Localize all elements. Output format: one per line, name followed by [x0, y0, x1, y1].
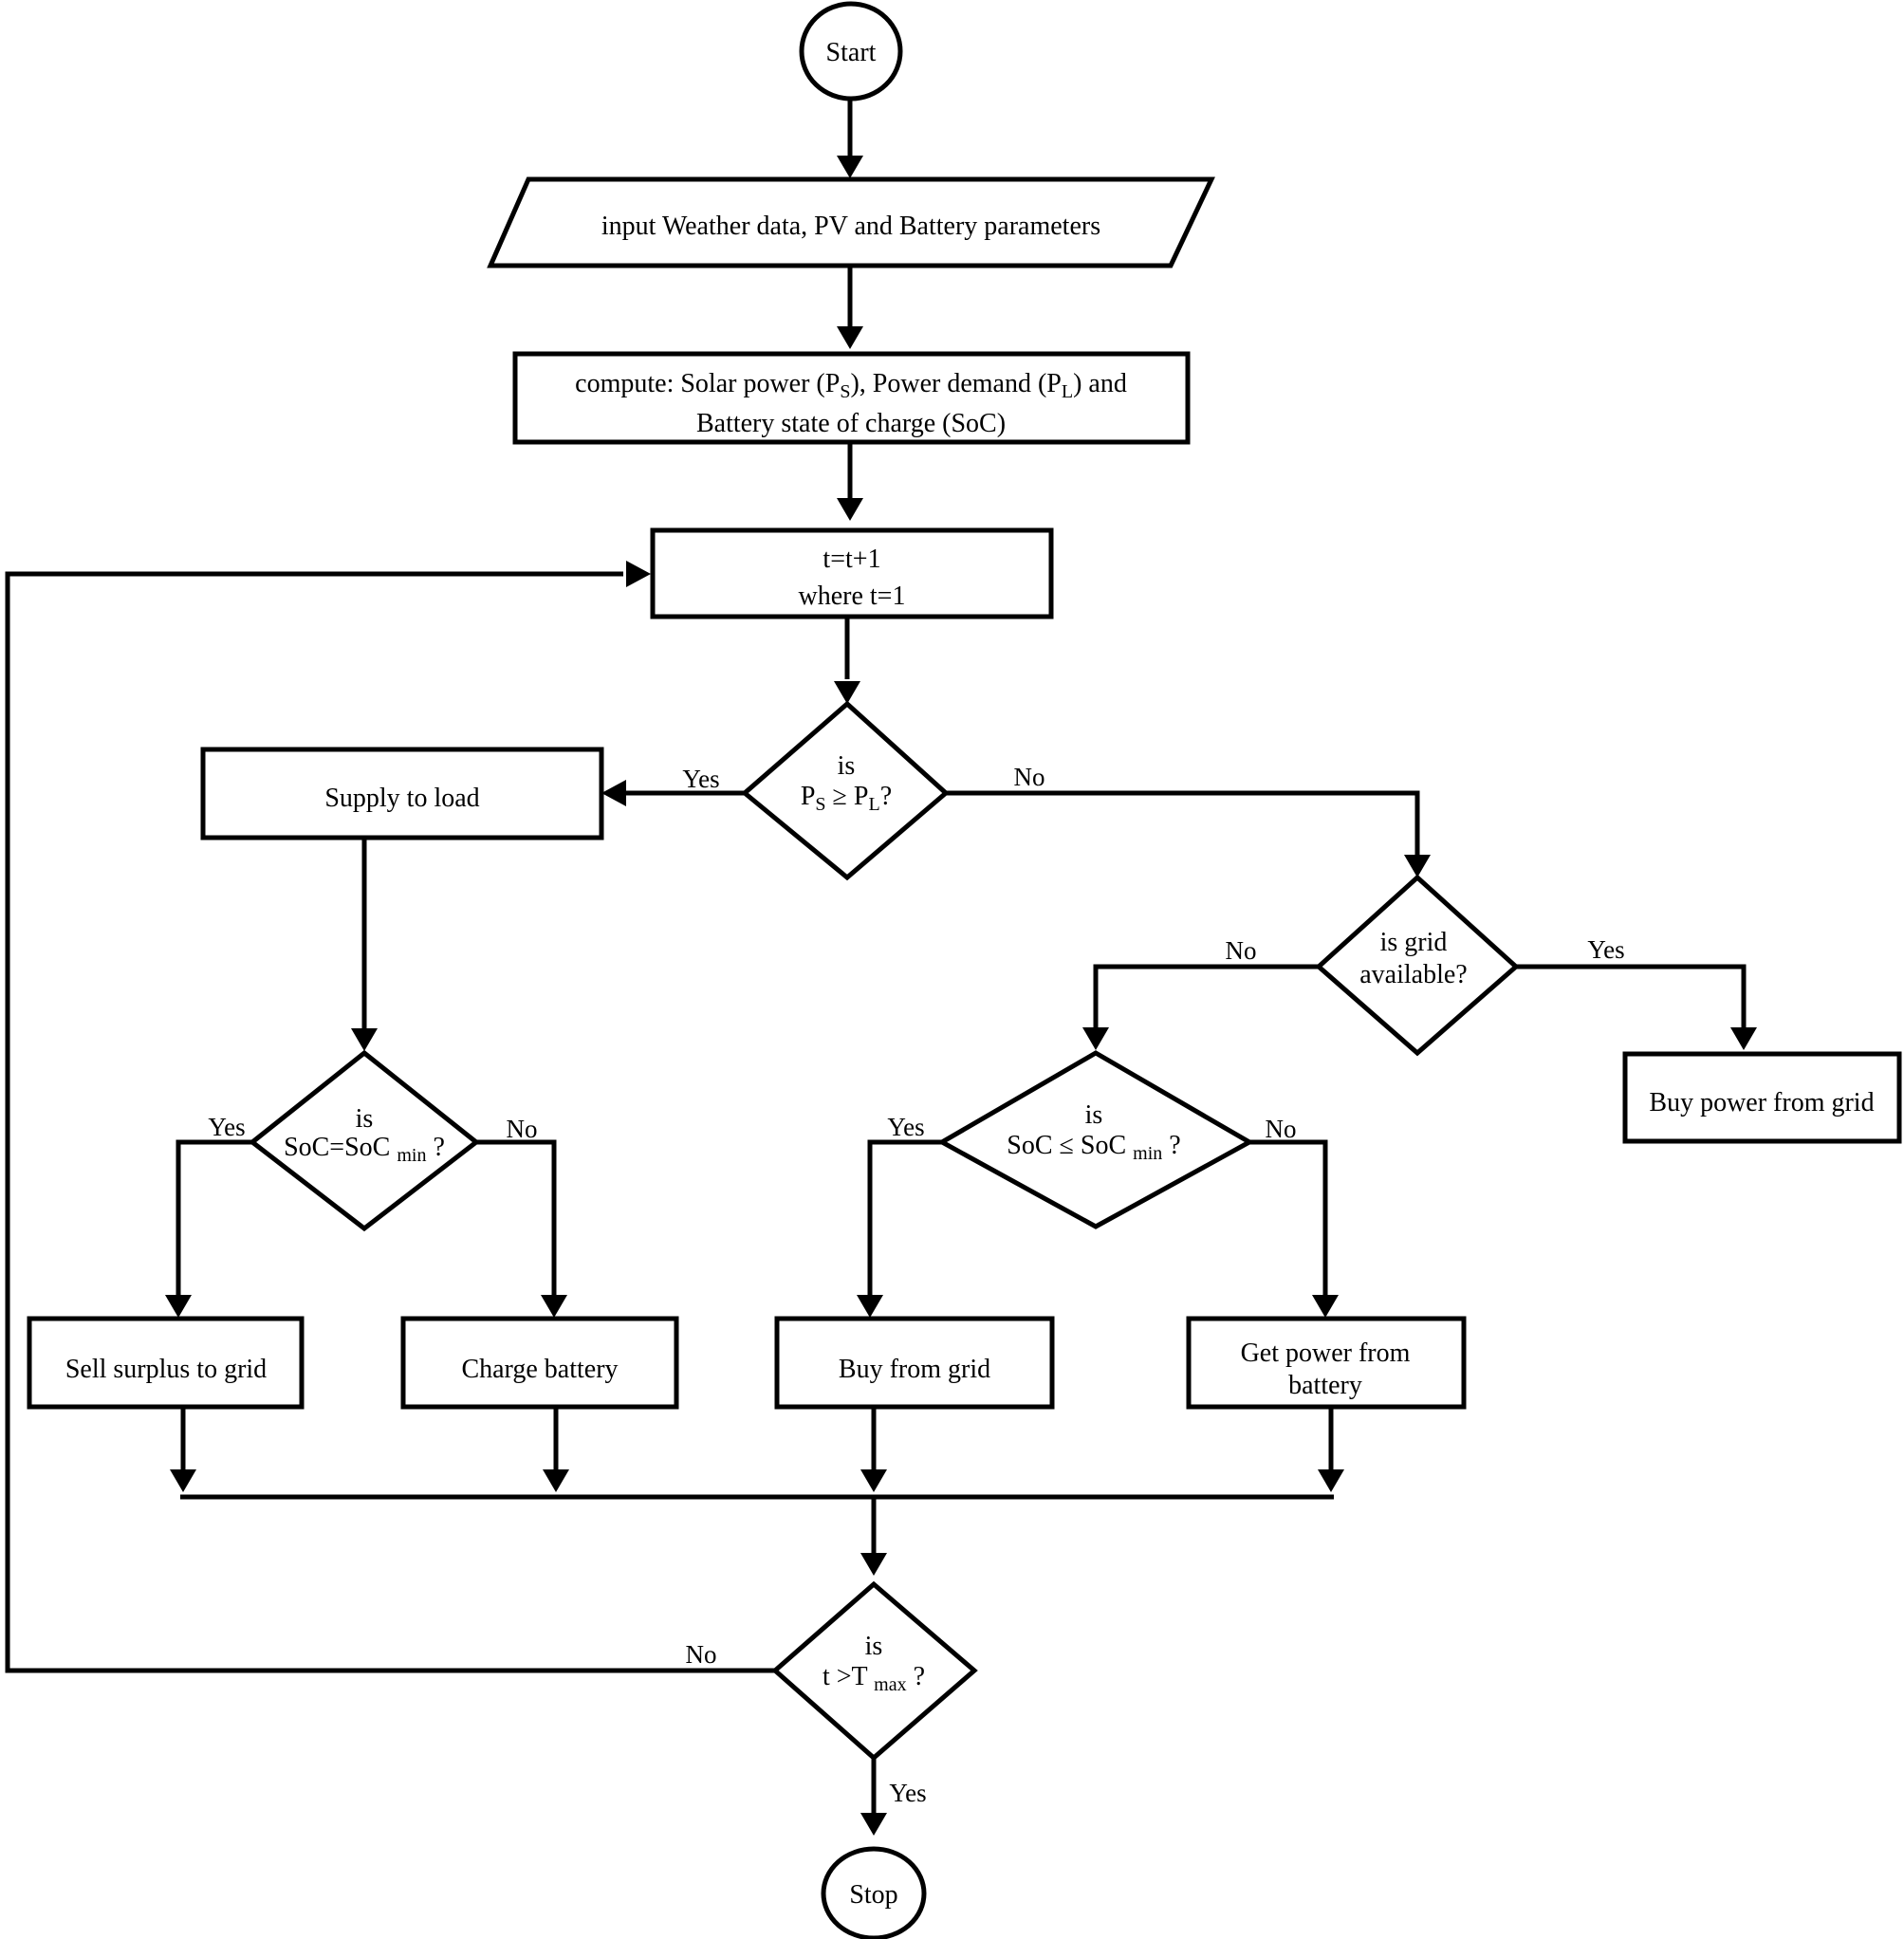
compute-label-line2: Battery state of charge (SoC) [696, 409, 1006, 438]
arrowhead-stop [860, 1813, 887, 1836]
no-label-decision-tmax: No [686, 1640, 717, 1669]
stop-label: Stop [849, 1880, 897, 1910]
arrow-decision-ps-grid [946, 790, 1420, 856]
decision-ps-label-line1: is [838, 751, 856, 781]
arrowhead-soc-eq [351, 1028, 378, 1051]
arrow-soc-eq-charge [476, 1139, 557, 1297]
buy-power-grid-box [1622, 1051, 1902, 1144]
arrowhead-buy-merge [860, 1469, 887, 1492]
branch-labels: Yes No No Yes Yes No Yes No No Yes [208, 763, 1624, 1807]
supply-load-box [200, 747, 604, 840]
timestep-label-line1: t=t+1 [823, 545, 880, 574]
get-power-battery-label-line2: battery [1288, 1371, 1362, 1400]
start-terminal [799, 1, 903, 102]
node-labels: Start input Weather data, PV and Battery… [65, 38, 1875, 1910]
buy-from-grid-label: Buy from grid [839, 1355, 990, 1384]
arrowhead-timestep [837, 498, 863, 521]
decision-grid-label-line2: available? [1359, 960, 1467, 989]
no-label-decision-ps: No [1014, 763, 1045, 791]
buy-from-grid-box [774, 1316, 1055, 1410]
yes-label-decision-soc-le: Yes [887, 1113, 924, 1141]
charge-battery-label: Charge battery [461, 1355, 618, 1384]
arrowhead-input [837, 156, 863, 178]
decision-grid-diamond [1315, 874, 1520, 1057]
timestep-box [650, 527, 1054, 619]
decision-soc-le-label-line1: is [1085, 1100, 1103, 1130]
sell-surplus-box [27, 1316, 305, 1410]
arrowhead-buy [857, 1295, 883, 1318]
start-label: Start [826, 38, 877, 67]
arrowhead-decision-tmax [860, 1553, 887, 1576]
yes-label-decision-grid: Yes [1587, 935, 1624, 964]
get-power-battery-box [1186, 1316, 1467, 1410]
decision-soc-eq-label-line2: SoC=SoC min ? [284, 1133, 445, 1166]
arrowhead-battery [1312, 1295, 1339, 1318]
decision-soc-eq-label-line1: is [356, 1104, 374, 1134]
decision-soc-eq-diamond [248, 1049, 481, 1232]
decision-soc-le-label-line2: SoC ≤ SoC min ? [1007, 1131, 1180, 1164]
decision-ps-diamond [741, 700, 950, 881]
arrowhead-loop [626, 561, 651, 587]
yes-label-decision-ps: Yes [682, 765, 719, 793]
arrow-grid-soc-le [1093, 964, 1319, 1027]
no-label-decision-grid: No [1226, 936, 1257, 965]
no-label-decision-soc-eq: No [507, 1115, 538, 1143]
arrowhead-compute [837, 326, 863, 349]
decision-soc-le-diamond [936, 1050, 1255, 1229]
arrow-soc-le-battery [1249, 1139, 1328, 1297]
arrow-grid-buy-power [1516, 964, 1747, 1029]
arrowheads [165, 156, 1757, 1836]
decision-ps-label-line2: PS ≥ PL? [801, 782, 892, 815]
arrow-loop-back [5, 571, 775, 1673]
get-power-battery-label-line1: Get power from [1241, 1339, 1411, 1368]
decision-tmax-label-line1: is [865, 1632, 883, 1661]
input-parallelogram [487, 176, 1215, 268]
arrow-soc-le-buy [867, 1139, 942, 1297]
arrowhead-charge-merge [543, 1469, 569, 1492]
arrowhead-sell [165, 1295, 192, 1318]
sell-surplus-label: Sell surplus to grid [65, 1355, 267, 1384]
compute-label-line1: compute: Solar power (PS), Power demand … [575, 369, 1127, 402]
charge-battery-box [400, 1316, 679, 1410]
buy-power-grid-label: Buy power from grid [1649, 1088, 1874, 1117]
arrow-soc-eq-sell [176, 1139, 252, 1297]
decision-tmax-label-line2: t >T max ? [823, 1662, 925, 1695]
yes-label-decision-tmax: Yes [889, 1779, 926, 1807]
decision-tmax-diamond [771, 1580, 978, 1762]
decision-grid-label-line1: is grid [1380, 928, 1448, 957]
arrowhead-supply [601, 780, 626, 806]
input-label: input Weather data, PV and Battery param… [601, 212, 1100, 241]
stop-terminal [821, 1846, 927, 1939]
timestep-label-line2: where t=1 [799, 582, 906, 611]
compute-box [512, 351, 1191, 445]
yes-label-decision-soc-eq: Yes [208, 1113, 245, 1141]
arrowhead-sell-merge [170, 1469, 196, 1492]
connectors [5, 99, 1747, 1816]
arrowhead-buy-power [1730, 1027, 1757, 1050]
arrowhead-battery-merge [1318, 1469, 1344, 1492]
arrowhead-decision-ps [834, 681, 860, 704]
arrowhead-grid [1404, 855, 1431, 877]
arrowhead-soc-le [1082, 1027, 1109, 1050]
nodes [27, 1, 1902, 1939]
supply-load-label: Supply to load [324, 784, 479, 813]
no-label-decision-soc-le: No [1266, 1115, 1297, 1143]
arrowhead-charge [541, 1295, 567, 1318]
